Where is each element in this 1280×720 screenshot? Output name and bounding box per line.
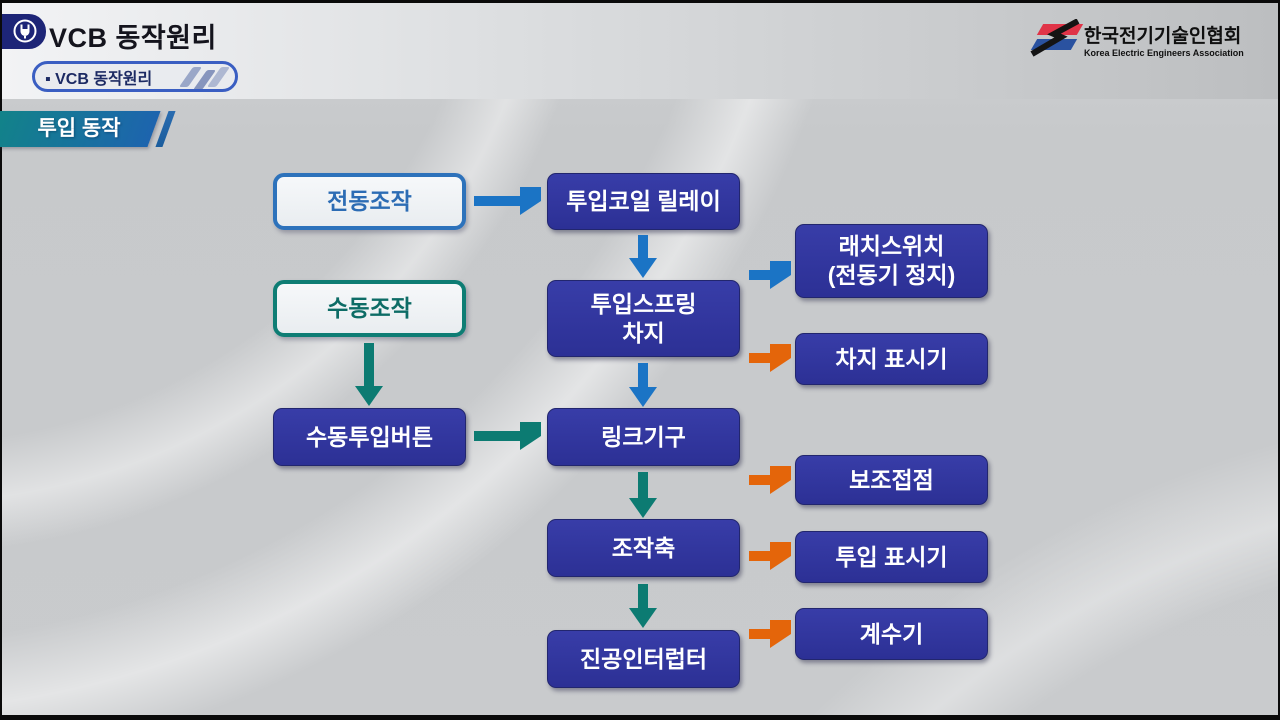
node-manual-operation: 수동조작 (273, 280, 466, 337)
org-name-en: Korea Electric Engineers Association (1084, 48, 1244, 58)
node-latch-switch: 래치스위치 (전동기 정지) (795, 224, 988, 298)
arrow-relay-to-spring-icon (638, 235, 648, 258)
node-vacuum-interrupter: 진공인터럽터 (547, 630, 740, 688)
node-closing-spring-charge: 투입스프링 차지 (547, 280, 740, 357)
node-closing-indicator: 투입 표시기 (795, 531, 988, 583)
slash-decoration-icon (178, 67, 231, 89)
node-operating-shaft: 조작축 (547, 519, 740, 577)
arrow-to-charge-indicator-icon (749, 353, 770, 363)
arrow-to-auxiliary-contact-icon (749, 475, 770, 485)
node-counter: 계수기 (795, 608, 988, 660)
node-manual-closing-button: 수동투입버튼 (273, 408, 466, 466)
page-title: VCB 동작원리 (49, 23, 217, 53)
logo-lightning-icon (1028, 19, 1084, 57)
node-charge-indicator: 차지 표시기 (795, 333, 988, 385)
arrow-shaft-to-interrupter-icon (638, 584, 648, 608)
plug-circle-icon (10, 16, 40, 46)
section-banner: 투입 동작 (0, 111, 161, 147)
arrow-charge-to-latch-icon (749, 270, 770, 280)
breadcrumb-label: ▪ VCB 동작원리 (45, 70, 153, 88)
section-banner-label: 투입 동작 (37, 117, 121, 140)
arrow-to-counter-icon (749, 629, 770, 639)
arrow-button-to-link-icon (474, 431, 520, 441)
arrow-spring-to-link-icon (638, 363, 648, 387)
arrow-manual-to-button-icon (364, 343, 374, 386)
breadcrumb: ▪ VCB 동작원리 (32, 61, 238, 92)
node-auxiliary-contact: 보조접점 (795, 455, 988, 505)
node-link-mechanism: 링크기구 (547, 408, 740, 466)
org-name-ko: 한국전기기술인협회 (1084, 26, 1242, 47)
arrow-motor-to-relay-icon (474, 196, 520, 206)
node-closing-coil-relay: 투입코일 릴레이 (547, 173, 740, 230)
node-motor-operation: 전동조작 (273, 173, 466, 230)
arrow-to-closing-indicator-icon (749, 551, 770, 561)
arrow-link-to-shaft-icon (638, 472, 648, 498)
org-name: 한국전기기술인협회 Korea Electric Engineers Assoc… (1084, 21, 1268, 58)
org-logo: 한국전기기술인협회 Korea Electric Engineers Assoc… (1028, 19, 1268, 59)
